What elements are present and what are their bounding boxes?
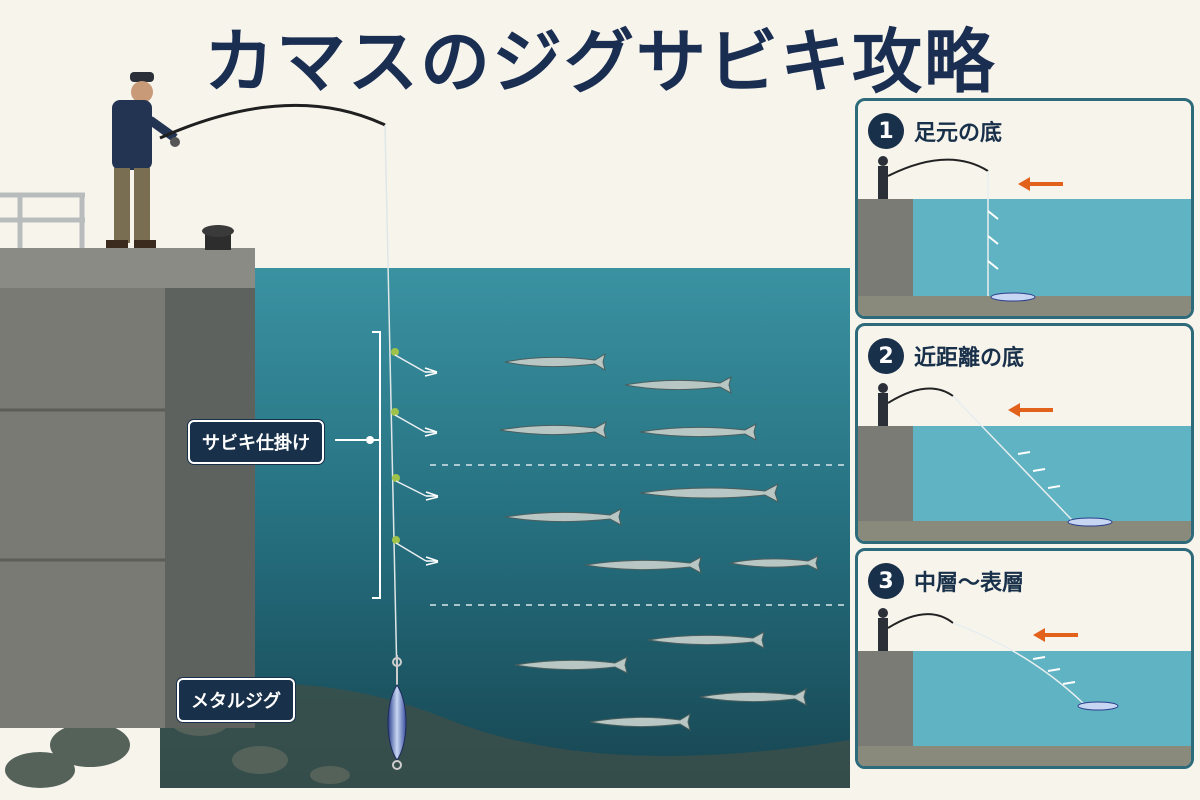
panel-title: 中層〜表層 — [914, 571, 1025, 596]
main-scene — [0, 72, 850, 788]
fisherman — [106, 72, 178, 248]
panel-bottom-near: 1 足元の底 — [855, 98, 1194, 319]
metal-jig — [387, 655, 407, 770]
barracuda-school — [499, 352, 819, 732]
railing — [0, 192, 85, 248]
jig-label: メタルジグ — [177, 678, 295, 722]
bollard — [202, 225, 234, 250]
step-number: 3 — [868, 563, 904, 599]
panel-title: 足元の底 — [914, 121, 1003, 146]
sabiki-label: サビキ仕掛け — [188, 420, 324, 464]
sabiki-bracket — [372, 331, 381, 599]
pier-top — [0, 248, 255, 288]
fishing-rod — [159, 103, 386, 140]
sabiki-hooks — [391, 348, 439, 566]
panel-title: 近距離の底 — [914, 346, 1025, 371]
page-title: カマスのジグサビキ攻略 — [204, 21, 996, 103]
step-number: 1 — [868, 113, 904, 149]
panel-mid-surface: 3 中層〜表層 — [855, 548, 1194, 769]
panel-bottom-mid: 2 近距離の底 — [855, 323, 1194, 544]
panel-header: 3 中層〜表層 — [868, 563, 1024, 599]
panel-header: 1 足元の底 — [868, 113, 1002, 149]
pier-wall — [0, 288, 165, 728]
sea-floor — [160, 684, 850, 788]
fishing-line — [384, 124, 398, 681]
step-number: 2 — [868, 338, 904, 374]
reel — [170, 137, 180, 147]
panel-header: 2 近距離の底 — [868, 338, 1024, 374]
pier-side — [165, 288, 255, 728]
